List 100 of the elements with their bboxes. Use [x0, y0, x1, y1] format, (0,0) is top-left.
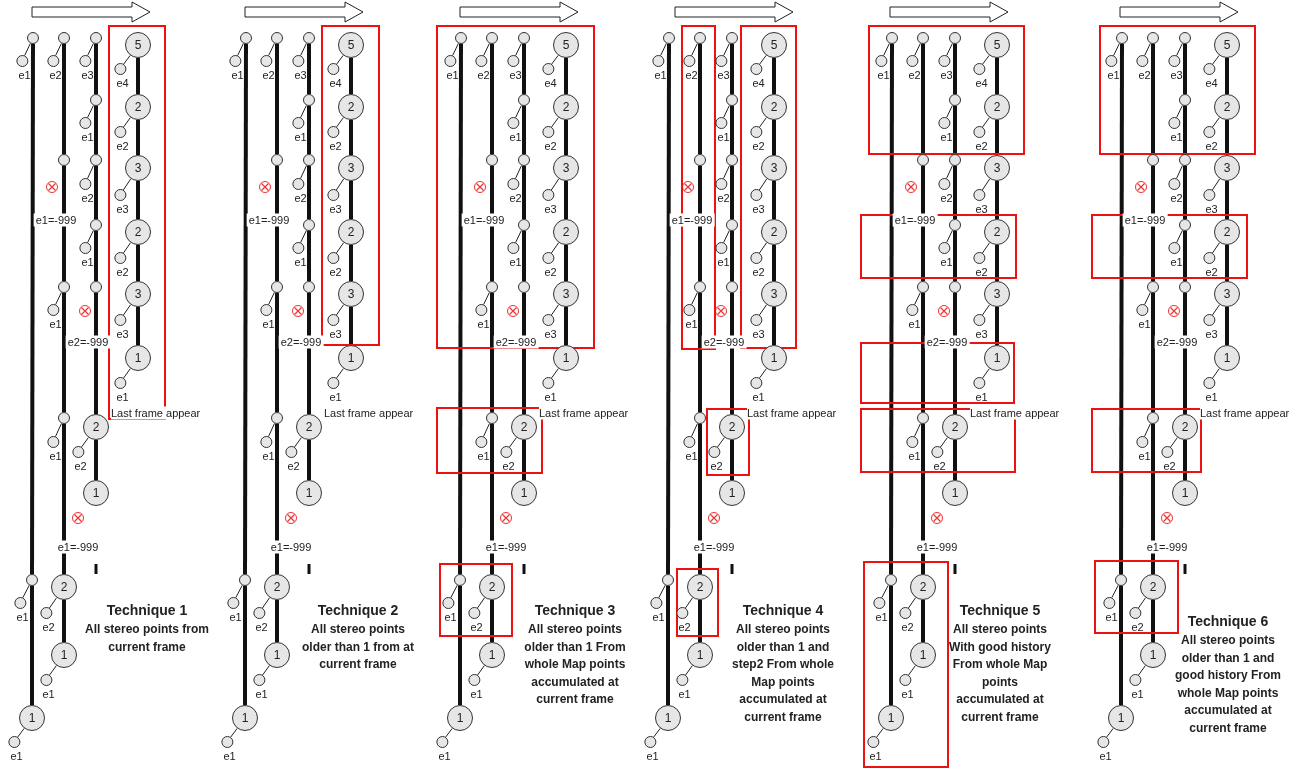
connector-line	[122, 178, 132, 191]
track-point-circle	[303, 281, 315, 293]
observation-label: e3	[975, 203, 988, 215]
connector-line	[946, 229, 953, 244]
connector-line	[684, 597, 694, 609]
observation-label: e1	[652, 611, 665, 623]
track-line	[564, 307, 568, 345]
frame-circle: 3	[553, 281, 579, 307]
track-line	[1225, 245, 1229, 281]
frame-circle: 1	[447, 705, 473, 731]
frame-circle: 2	[125, 219, 151, 245]
observation-label: e1	[18, 69, 31, 81]
frame-circle: 5	[984, 32, 1010, 58]
connector-line	[1106, 727, 1114, 738]
track-line	[1151, 44, 1155, 154]
connector-line	[723, 164, 730, 180]
connector-line	[758, 304, 768, 316]
connector-line	[723, 42, 730, 57]
track-point-circle	[694, 32, 706, 44]
observation-label: e1	[654, 69, 667, 81]
track-point-circle	[454, 574, 466, 586]
connector-line	[1176, 42, 1183, 57]
connector-line	[982, 368, 990, 379]
track-line	[349, 120, 353, 155]
observation-label: e2	[329, 266, 342, 278]
connector-line	[981, 242, 991, 254]
connector-line	[1111, 584, 1119, 599]
observation-label: e2	[908, 69, 921, 81]
track-line	[1151, 166, 1155, 281]
track-line	[772, 58, 776, 94]
frame-circle: 2	[83, 414, 109, 440]
observation-label: e3	[544, 203, 557, 215]
track-line	[458, 44, 463, 574]
connector-line	[914, 42, 921, 57]
observation-label: e2	[752, 266, 765, 278]
track-line	[62, 44, 66, 154]
observation-label: e2	[975, 140, 988, 152]
observation-label: e4	[544, 77, 557, 89]
track-line	[490, 44, 494, 154]
track-line	[62, 293, 66, 412]
frame-circle: 1	[83, 480, 109, 506]
observation-label: e1	[1138, 318, 1151, 330]
track-line	[243, 44, 248, 574]
track-line	[522, 44, 526, 94]
track-line	[94, 293, 98, 414]
observation-label: e2	[477, 69, 490, 81]
connector-line	[717, 437, 725, 448]
observation-label: e1	[869, 750, 882, 762]
connector-line	[550, 242, 560, 254]
frame-circle: 2	[51, 574, 77, 600]
observation-label: e2	[940, 192, 953, 204]
track-point-circle	[917, 412, 929, 424]
frame-circle: 1	[511, 480, 537, 506]
connector-line	[476, 597, 486, 609]
connector-line	[551, 54, 559, 65]
observation-label: e2	[678, 621, 691, 633]
track-line	[772, 120, 776, 155]
frame-circle: 2	[910, 574, 936, 600]
observation-label: e2	[49, 69, 62, 81]
note-text: Last frame appear	[747, 406, 837, 420]
track-line	[666, 586, 670, 705]
track-line	[995, 245, 999, 281]
frame-circle: 1	[761, 345, 787, 371]
track-point-circle	[239, 574, 251, 586]
technique-description: All stereo points from current frame	[84, 621, 210, 656]
frame-circle: 1	[655, 705, 681, 731]
connector-line	[22, 584, 30, 599]
observation-label: e2	[502, 460, 515, 472]
connector-line	[759, 117, 767, 128]
technique-description: All stereo points older than 1 and good history From whole Map points accumulated at current frame	[1174, 632, 1282, 737]
observation-label: e1	[438, 750, 451, 762]
connector-line	[87, 229, 94, 244]
connector-line	[509, 437, 517, 448]
value-label: e2=-999	[65, 335, 111, 349]
value-label: e1=-999	[669, 213, 715, 227]
track-line	[94, 166, 98, 219]
frame-circle: 1	[942, 480, 968, 506]
track-line	[349, 181, 353, 219]
track-line	[730, 231, 734, 281]
observation-label: e1	[49, 450, 62, 462]
observation-label: e1	[908, 450, 921, 462]
value-label: e2=-999	[493, 335, 539, 349]
track-line	[136, 120, 140, 155]
track-line	[921, 600, 925, 642]
observation-label: e1	[646, 750, 659, 762]
frame-circle: 2	[1172, 414, 1198, 440]
track-line	[349, 307, 353, 345]
frame-circle: 3	[338, 155, 364, 181]
connector-line	[551, 368, 559, 379]
observation-label: e2	[1163, 460, 1176, 472]
connector-line	[1138, 665, 1146, 676]
value-label: e1=-999	[914, 540, 960, 554]
frame-circle: 3	[761, 155, 787, 181]
track-line	[94, 231, 98, 281]
connector-line	[723, 229, 730, 244]
track-line	[772, 181, 776, 219]
track-line	[564, 58, 568, 94]
note-text: Last frame appear	[324, 406, 414, 420]
value-label: e2=-999	[701, 335, 747, 349]
track-point-circle	[1116, 32, 1128, 44]
